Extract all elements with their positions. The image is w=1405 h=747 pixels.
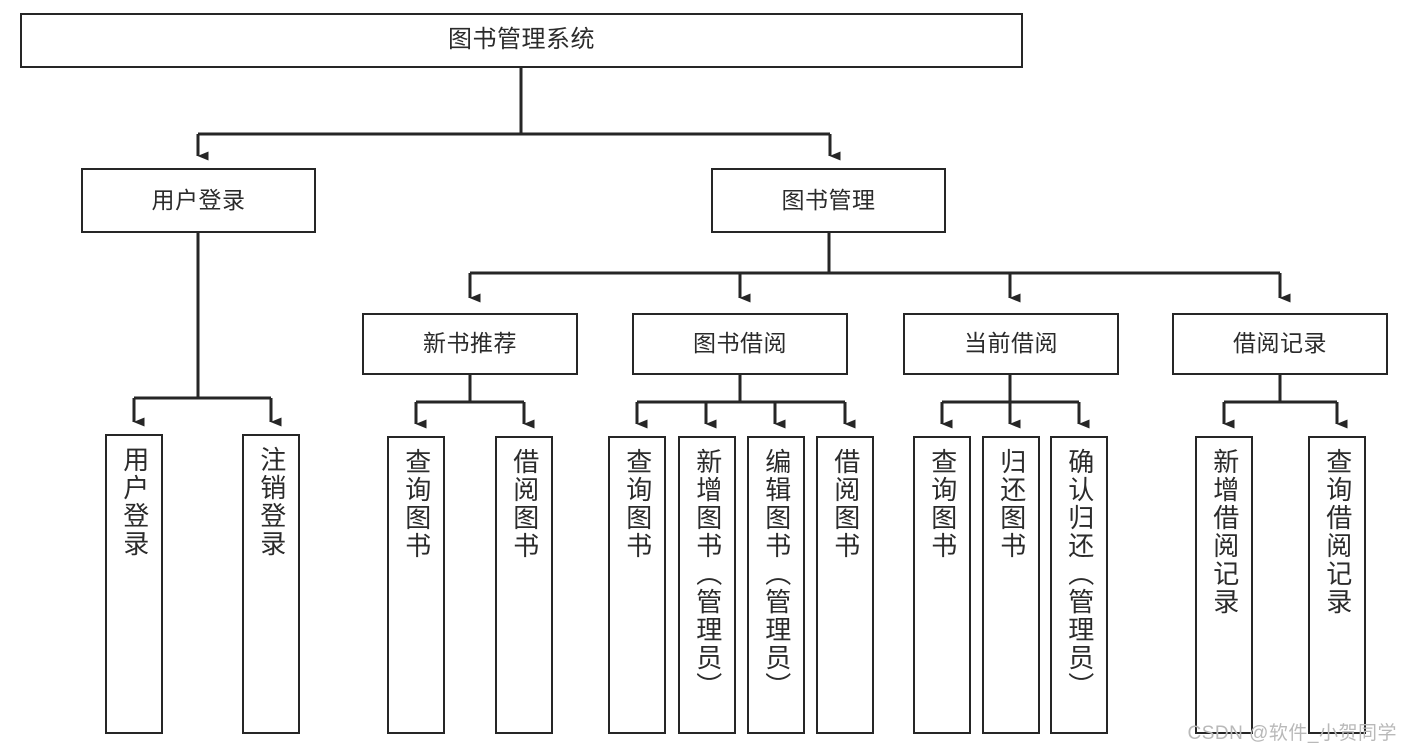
node-new-book-recommend[interactable]: 新书推荐 xyxy=(362,313,578,375)
node-label: 新书推荐 xyxy=(423,330,517,357)
node-label: 查询借阅记录 xyxy=(1322,448,1353,616)
node-label: 注销登录 xyxy=(256,446,287,558)
node-label: 借阅图书 xyxy=(830,448,861,560)
node-user-login[interactable]: 用户登录 xyxy=(81,168,316,233)
leaf-user-login[interactable]: 用户登录 xyxy=(105,434,163,734)
leaf-add-borrow-record[interactable]: 新增借阅记录 xyxy=(1195,436,1253,734)
node-label: 图书管理 xyxy=(781,186,876,213)
leaf-edit-book[interactable]: 编辑图书（管理员） xyxy=(747,436,805,734)
node-label: 借阅图书 xyxy=(509,448,540,560)
leaf-query-book-borrow[interactable]: 查询图书 xyxy=(608,436,666,734)
node-label: 用户登录 xyxy=(151,186,246,213)
node-label: 归还图书 xyxy=(996,448,1027,560)
node-label: 图书借阅 xyxy=(693,330,787,357)
node-book-management[interactable]: 图书管理 xyxy=(711,168,946,233)
node-label: 新增图书（管理员） xyxy=(692,448,723,700)
leaf-query-book-current[interactable]: 查询图书 xyxy=(913,436,971,734)
node-label: 确认归还（管理员） xyxy=(1064,448,1095,700)
node-book-borrow[interactable]: 图书借阅 xyxy=(632,313,848,375)
node-label: 查询图书 xyxy=(927,448,958,560)
node-label: 编辑图书（管理员） xyxy=(761,448,792,700)
leaf-borrow-book[interactable]: 借阅图书 xyxy=(816,436,874,734)
leaf-logout-login[interactable]: 注销登录 xyxy=(242,434,300,734)
leaf-return-book[interactable]: 归还图书 xyxy=(982,436,1040,734)
node-label: 图书管理系统 xyxy=(448,26,595,54)
node-label: 用户登录 xyxy=(119,446,150,558)
node-label: 新增借阅记录 xyxy=(1209,448,1240,616)
leaf-query-borrow-record[interactable]: 查询借阅记录 xyxy=(1308,436,1366,734)
node-root-book-management-system[interactable]: 图书管理系统 xyxy=(20,13,1023,68)
csdn-watermark: CSDN @软件_小贺同学 xyxy=(1187,723,1397,744)
leaf-add-book[interactable]: 新增图书（管理员） xyxy=(678,436,736,734)
node-label: 借阅记录 xyxy=(1233,330,1327,357)
node-borrow-record[interactable]: 借阅记录 xyxy=(1172,313,1388,375)
leaf-query-book-new-recommend[interactable]: 查询图书 xyxy=(387,436,445,734)
node-label: 查询图书 xyxy=(401,448,432,560)
node-label: 查询图书 xyxy=(622,448,653,560)
node-label: 当前借阅 xyxy=(964,330,1058,357)
leaf-borrow-book-new-recommend[interactable]: 借阅图书 xyxy=(495,436,553,734)
node-current-borrow[interactable]: 当前借阅 xyxy=(903,313,1119,375)
leaf-confirm-return[interactable]: 确认归还（管理员） xyxy=(1050,436,1108,734)
